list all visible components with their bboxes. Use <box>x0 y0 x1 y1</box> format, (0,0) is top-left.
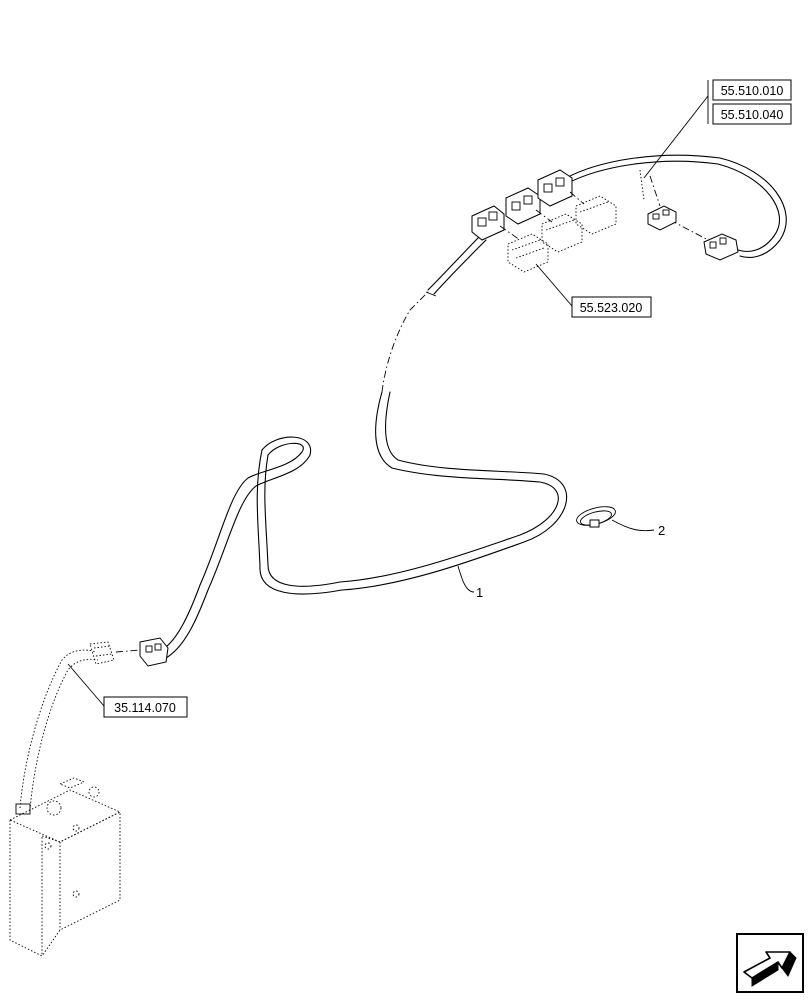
next-page-arrow-icon[interactable] <box>736 933 804 993</box>
wire-right-loop <box>565 154 787 258</box>
leader-lines <box>67 80 709 707</box>
ref-box-35-114-070[interactable]: 35.114.070 <box>103 696 188 718</box>
ref-label-35-114-070: 35.114.070 <box>114 701 176 715</box>
wire-upper-segment <box>381 235 487 393</box>
connector-a <box>471 205 505 241</box>
connector-cluster <box>471 169 617 273</box>
ref-label-55-510-010: 55.510.010 <box>721 84 784 98</box>
mating-connector-a <box>507 233 549 273</box>
ref-box-55-523-020[interactable]: 55.523.020 <box>571 296 652 318</box>
ref-box-55-510-040[interactable]: 55.510.040 <box>712 103 792 125</box>
connector-c <box>537 169 573 207</box>
ref-box-55-510-010[interactable]: 55.510.010 <box>712 79 792 101</box>
callout-item-2: 2 <box>658 523 665 538</box>
left-connector-pair <box>89 637 169 667</box>
control-module <box>8 649 122 957</box>
ref-label-55-523-020: 55.523.020 <box>580 301 643 315</box>
right-branch-connectors <box>647 205 739 261</box>
mating-connector-c <box>575 195 617 235</box>
connector-b <box>505 187 541 225</box>
wire-harness <box>161 391 568 659</box>
ref-label-55-510-040: 55.510.040 <box>721 108 784 122</box>
tie-strap <box>576 506 616 528</box>
callout-item-1: 1 <box>476 585 483 600</box>
mating-connector-b <box>541 213 583 253</box>
